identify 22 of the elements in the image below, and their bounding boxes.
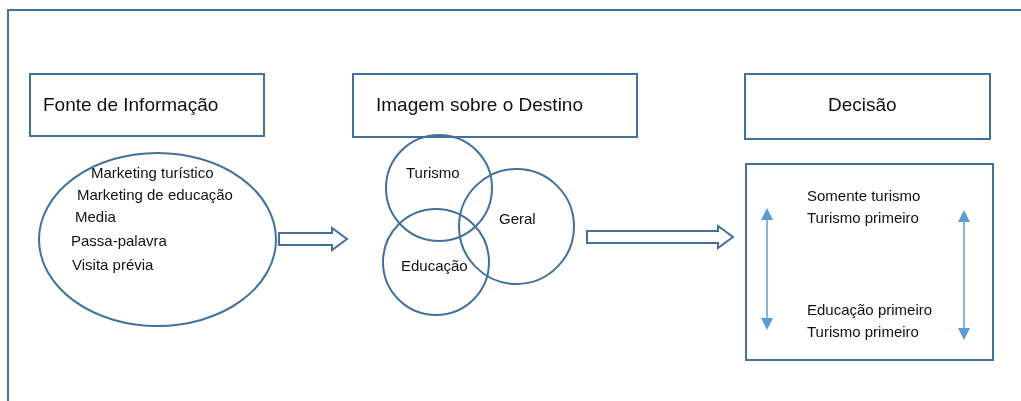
title-box [352,73,638,138]
title-box [744,73,991,140]
block-arrow [278,226,349,252]
list-item: Marketing turístico [91,163,214,183]
list-item: Marketing de educação [77,185,233,205]
text-label: Educação primeiro Turismo primeiro [807,300,934,342]
heading: Decisão [828,94,897,116]
text-label: Somente turismo Turismo primeiro [807,186,922,228]
title-box [29,73,265,137]
block-arrow [586,224,735,250]
text-label: Geral [499,209,536,229]
text-label: Educação [401,256,468,276]
list-item: Media [75,207,116,227]
image-circle [385,134,493,242]
heading: Imagem sobre o Destino [376,94,583,116]
image-circle [382,208,490,316]
list-item: Visita prévia [72,255,154,275]
decision-box [745,163,994,361]
text-label: Turismo [406,163,460,183]
heading: Fonte de Informação [43,94,219,116]
list-item: Passa-palavra [71,231,167,251]
source-ellipse [38,152,277,327]
